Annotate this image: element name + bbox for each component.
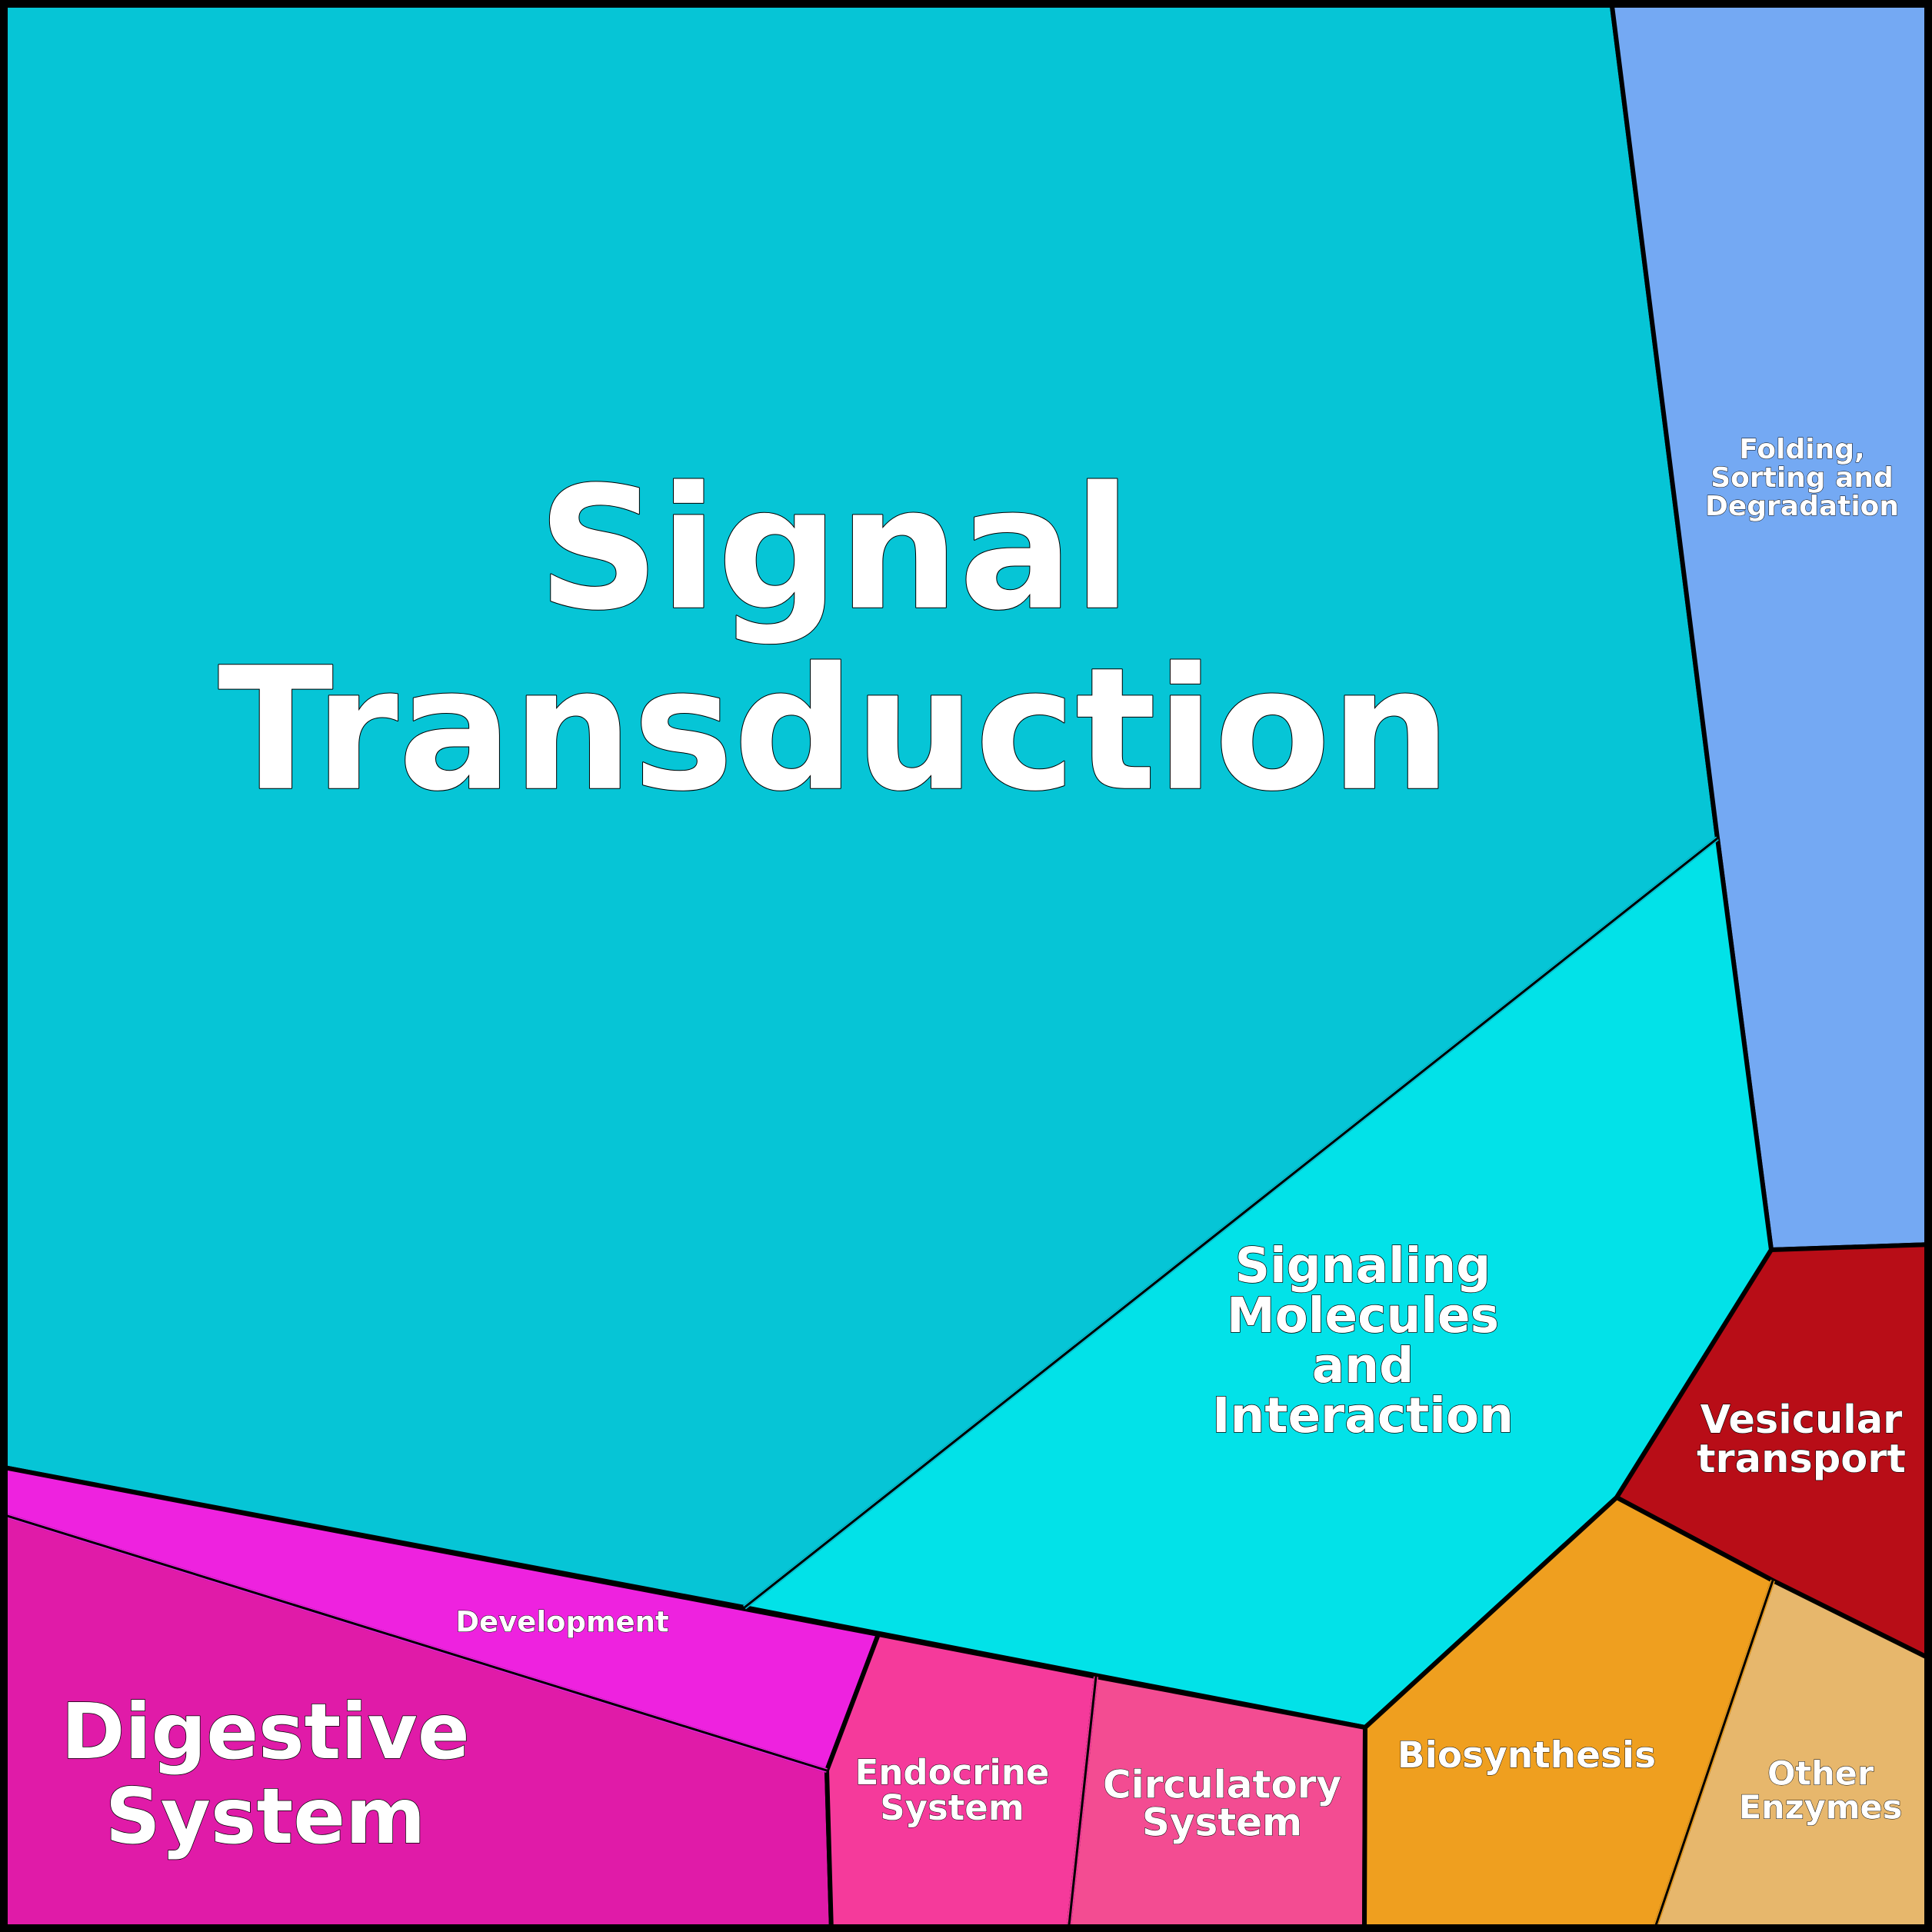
label-line-circulatory-system-1: System xyxy=(1142,1800,1302,1845)
divider-biosynthesis-enzymes xyxy=(1652,1580,1774,1932)
label-line-other-enzymes-1: Enzymes xyxy=(1739,1788,1903,1827)
label-line-biosynthesis-0: Biosynthesis xyxy=(1397,1734,1656,1777)
label-line-signal-transduction-0: Signal xyxy=(538,451,1131,648)
divider-development-digestive xyxy=(0,1512,828,1772)
label-line-development-0: Development xyxy=(455,1605,668,1638)
cell-endocrine-system xyxy=(824,1632,1098,1932)
label-line-digestive-system-1: System xyxy=(105,1771,426,1861)
label-line-circulatory-system-0: Circulatory xyxy=(1103,1763,1341,1807)
label-line-folding-sorting-degradation-1: Sorting and xyxy=(1710,462,1894,494)
label-development: Development xyxy=(455,1605,668,1638)
label-line-vesicular-transport-0: Vesicular xyxy=(1700,1397,1903,1443)
divider-signal-signaling xyxy=(744,837,1718,1609)
label-line-endocrine-system-1: System xyxy=(880,1787,1024,1828)
label-line-signaling-molecules-interaction-3: Interaction xyxy=(1212,1387,1514,1444)
inner-lines-layer xyxy=(0,836,1775,1932)
label-line-signaling-molecules-interaction-0: Signaling xyxy=(1235,1237,1491,1294)
label-line-digestive-system-0: Digestive xyxy=(61,1687,469,1777)
label-line-signaling-molecules-interaction-1: Molecules xyxy=(1227,1287,1499,1344)
label-line-folding-sorting-degradation-2: Degradation xyxy=(1705,491,1899,522)
label-line-other-enzymes-0: Other xyxy=(1767,1754,1874,1793)
label-line-folding-sorting-degradation-0: Folding, xyxy=(1739,434,1864,465)
label-biosynthesis: Biosynthesis xyxy=(1397,1734,1656,1777)
divider-endocrine-circulatory xyxy=(1067,1676,1098,1932)
label-line-signal-transduction-1: Transduction xyxy=(218,631,1451,828)
label-line-endocrine-system-0: Endocrine xyxy=(855,1752,1050,1793)
label-line-signaling-molecules-interaction-2: and xyxy=(1312,1337,1414,1394)
label-line-vesicular-transport-1: transport xyxy=(1697,1437,1906,1482)
